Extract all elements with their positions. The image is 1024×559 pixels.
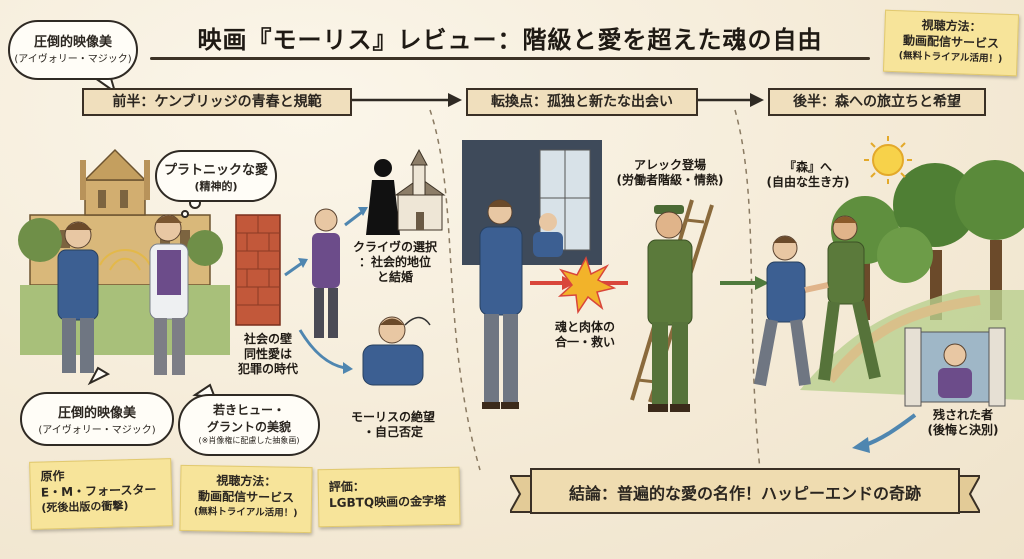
social-wall-line2: 同性愛は xyxy=(243,347,292,361)
visual-beauty-line2: (アイヴォリー・マジック) xyxy=(38,425,156,436)
thought-line1: プラトニックな愛 xyxy=(163,163,268,178)
forest-caption: 『森』へ (自由な生き方) xyxy=(760,160,856,190)
despair-line2: ・自己否定 xyxy=(362,425,423,439)
brick-wall-illustration xyxy=(235,214,281,326)
title-underline xyxy=(150,57,870,60)
maurice-center-illustration xyxy=(479,199,523,409)
maurice-despair-illustration xyxy=(362,316,431,386)
clive-choice-line1: クライヴの選択 xyxy=(352,240,437,254)
maurice-and-clive-illustration xyxy=(57,214,189,375)
section-divider-1 xyxy=(429,109,481,471)
rating-line2: LGBTQ映画の金字塔 xyxy=(328,494,447,511)
social-wall-line3: 犯罪の時代 xyxy=(237,362,298,376)
bubble-text-line2: (アイヴォリー・マジック) xyxy=(14,54,132,65)
page-title: 映画『モーリス』レビュー：階級と愛を超えた魂の自由 xyxy=(197,26,823,54)
top-right-sticky-note: 視聴方法： 動画配信サービス (無料トライアル活用！) xyxy=(882,9,1020,77)
hugh-grant-line3: (※肖像権に配慮した抽象画) xyxy=(198,436,300,445)
alec-illustration xyxy=(630,199,714,412)
forest-line1: 『森』へ xyxy=(783,160,832,174)
timeline-arrow-1 xyxy=(350,93,462,107)
union-line1: 魂と肉体の xyxy=(554,320,615,334)
spark-burst-illustration xyxy=(557,256,617,315)
left-behind-caption: 残された者 (後悔と決別) xyxy=(915,408,1011,438)
despair-caption: モーリスの絶望 ・自己否定 xyxy=(338,410,448,440)
social-wall-line1: 社会の壁 xyxy=(243,332,292,346)
alec-line1: アレック登場 xyxy=(633,158,706,172)
note-line3: (無料トライアル活用！) xyxy=(898,50,1003,65)
left-behind-line1: 残された者 xyxy=(932,408,993,422)
hugh-grant-line1: 若きヒュー・ xyxy=(212,403,285,417)
union-line2: 合一・救い xyxy=(554,335,615,349)
clive-choice-line3: と結婚 xyxy=(376,270,413,284)
clive-standing-illustration xyxy=(312,208,340,338)
timeline-part1-banner: 前半：ケンブリッジの青春と規範 xyxy=(82,88,352,116)
bubble-text-line1: 圧倒的映像美 xyxy=(33,35,112,50)
section-divider-2 xyxy=(734,109,761,471)
ribbon-body xyxy=(530,468,960,514)
sun-illustration xyxy=(864,136,912,184)
clive-choice-caption: クライヴの選択 ：社会的地位 と結婚 xyxy=(340,240,450,285)
union-caption: 魂と肉体の 合一・救い xyxy=(540,320,630,350)
thought-line2: (精神的) xyxy=(194,180,238,193)
visual-beauty-line1: 圧倒的映像美 xyxy=(57,406,136,421)
platonic-love-thought-bubble: プラトニックな愛 (精神的) xyxy=(155,150,277,202)
watch-method-sticky-note: 視聴方法： 動画配信サービス (無料トライアル活用！) xyxy=(179,464,313,534)
alec-line2: (労働者階級・情熱) xyxy=(616,173,724,187)
forest-line2: (自由な生き方) xyxy=(766,175,850,189)
timeline-arrow-2 xyxy=(697,93,764,107)
watch-line3: (無料トライアル活用！) xyxy=(193,506,298,519)
hugh-grant-speech-bubble: 若きヒュー・ グラントの美貌 (※肖像権に配慮した抽象画) xyxy=(178,394,320,456)
timeline-part2-banner: 転換点：孤独と新たな出会い xyxy=(466,88,698,116)
alec-caption: アレック登場 (労働者階級・情熱) xyxy=(610,158,730,188)
rating-sticky-note: 評価： LGBTQ映画の金字塔 xyxy=(317,466,461,528)
church-illustration xyxy=(394,148,446,231)
woman-silhouette-illustration xyxy=(366,159,400,235)
left-behind-line2: (後悔と決別) xyxy=(927,423,999,437)
despair-line1: モーリスの絶望 xyxy=(350,410,435,424)
timeline-part3-banner: 後半：森への旅立ちと希望 xyxy=(768,88,986,116)
clive-choice-line2: ：社会的地位 xyxy=(358,255,431,269)
original-author-sticky-note: 原作 E・M・フォースター (死後出版の衝撃) xyxy=(29,458,173,530)
conclusion-ribbon: 結論：普遍的な愛の名作！ハッピーエンドの奇跡 xyxy=(510,468,980,514)
top-left-speech-bubble: 圧倒的映像美 (アイヴォリー・マジック) xyxy=(8,20,138,80)
social-wall-caption: 社会の壁 同性愛は 犯罪の時代 xyxy=(218,332,318,377)
clive-window-illustration xyxy=(904,327,1006,407)
visual-beauty-speech-bubble: 圧倒的映像美 (アイヴォリー・マジック) xyxy=(20,392,174,446)
hugh-grant-line2: グラントの美貌 xyxy=(206,420,291,434)
title-area: 映画『モーリス』レビュー：階級と愛を超えた魂の自由 xyxy=(140,10,880,66)
original-line3: (死後出版の衝撃) xyxy=(41,499,129,515)
couple-walking-illustration xyxy=(754,215,881,387)
conclusion-text: 結論：普遍的な愛の名作！ハッピーエンドの奇跡 xyxy=(568,484,921,503)
